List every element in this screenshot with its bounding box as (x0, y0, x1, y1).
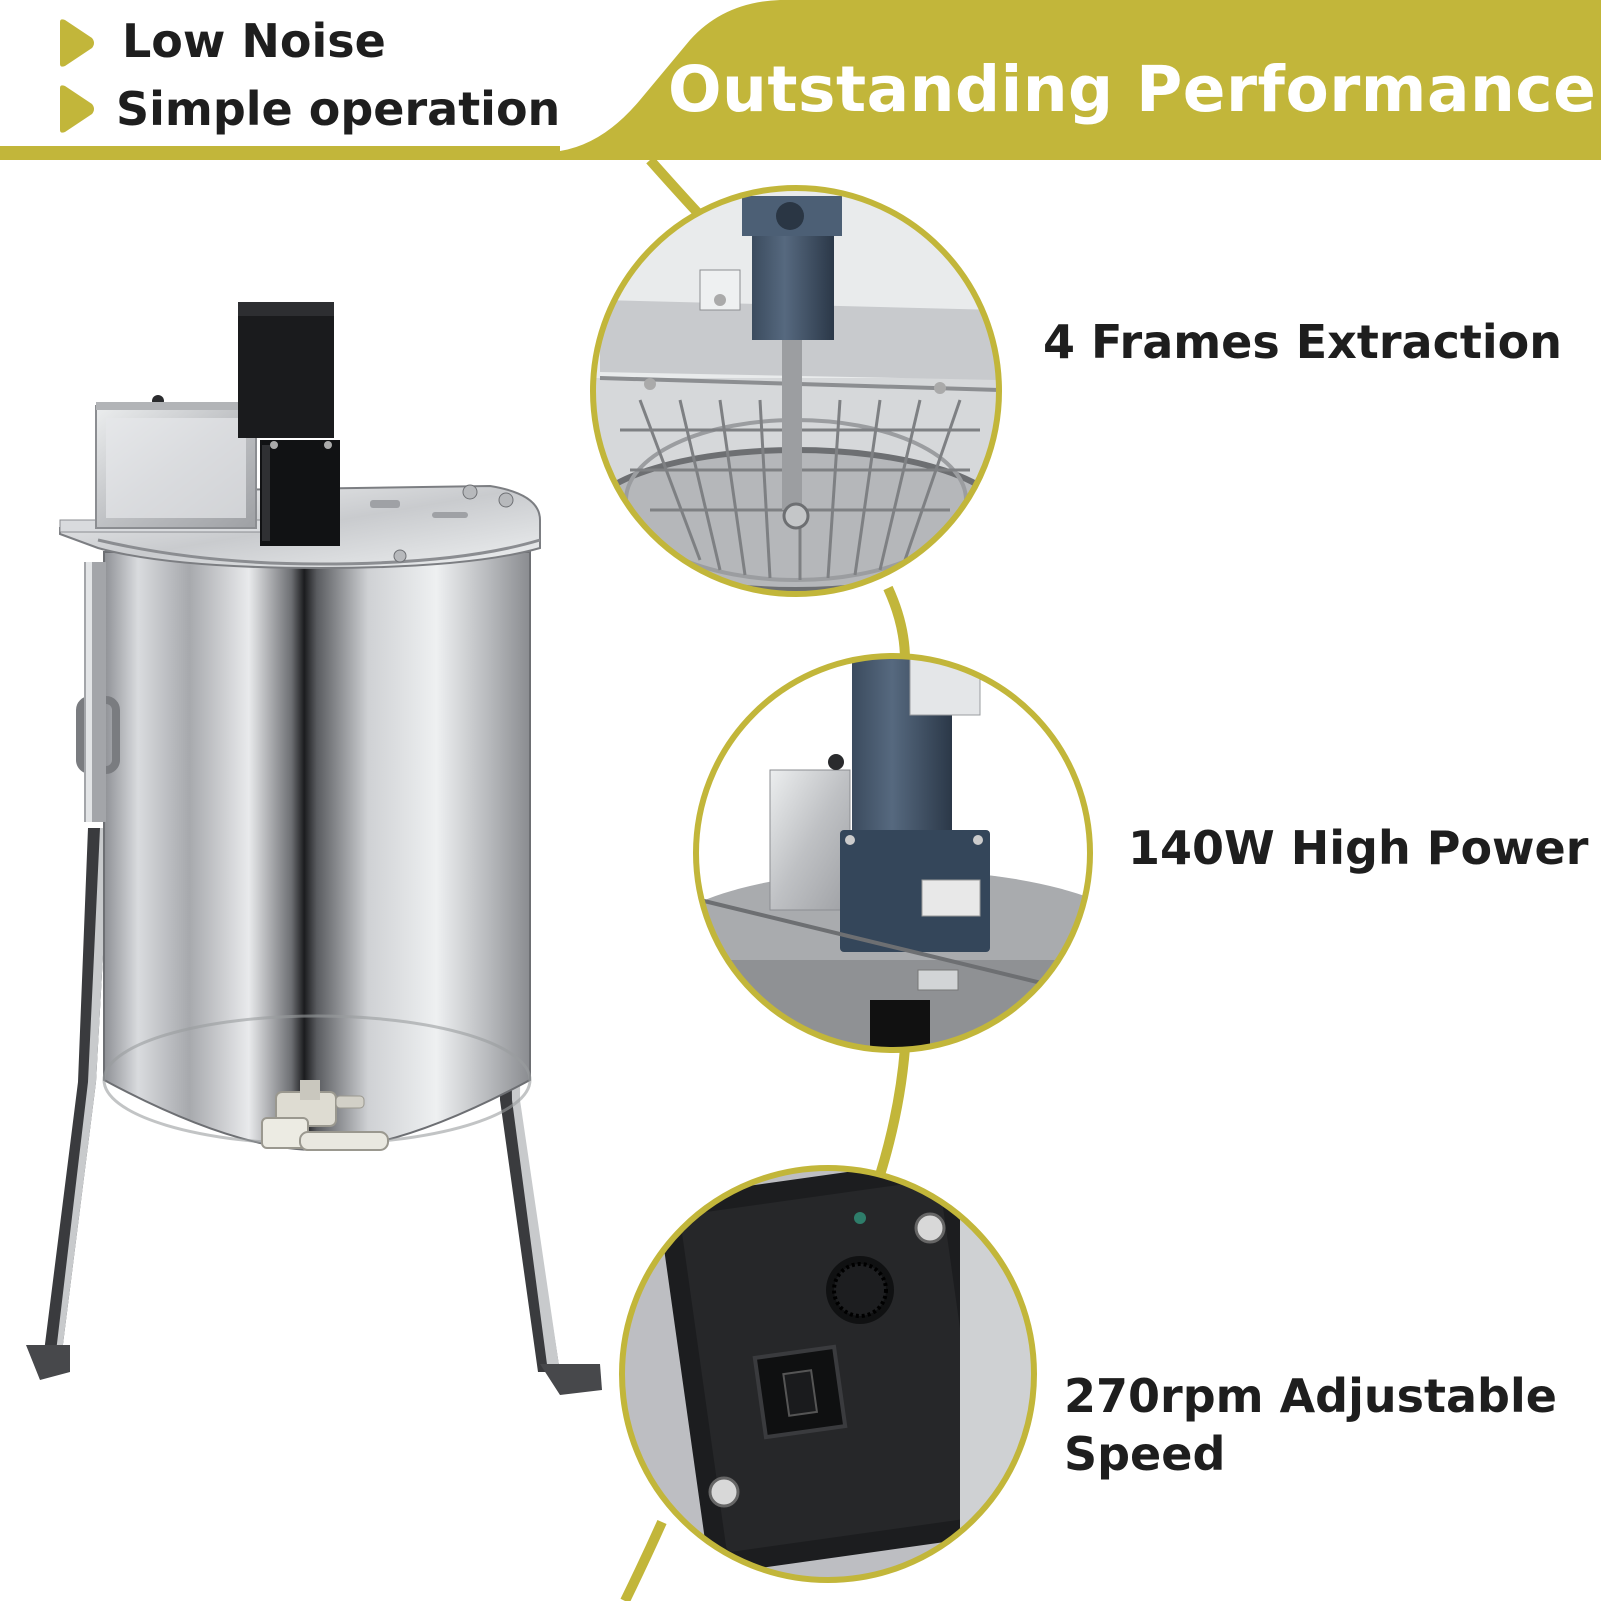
header-band (0, 0, 1601, 160)
triangle-bullet-icon (60, 19, 94, 67)
connector-line (883, 585, 910, 661)
headline: Outstanding Performance (668, 53, 1597, 126)
speed-controller-detail-image (619, 1165, 1037, 1583)
honey-extractor-image (26, 302, 602, 1395)
motor-detail-image (693, 653, 1093, 1053)
connector-line (620, 1519, 667, 1601)
feature-simple-operation: Simple operation (116, 82, 561, 136)
header-underline (0, 146, 560, 156)
feature-adjustable-speed: 270rpm Adjustable Speed (1064, 1369, 1557, 1481)
feature-low-noise: Low Noise (122, 14, 386, 68)
feature-frames-extraction: 4 Frames Extraction (1043, 315, 1562, 369)
feature-high-power: 140W High Power (1128, 821, 1589, 875)
triangle-bullet-icon (60, 85, 94, 133)
frames-basket-detail-image (590, 185, 1002, 597)
connector-line (875, 1047, 910, 1177)
